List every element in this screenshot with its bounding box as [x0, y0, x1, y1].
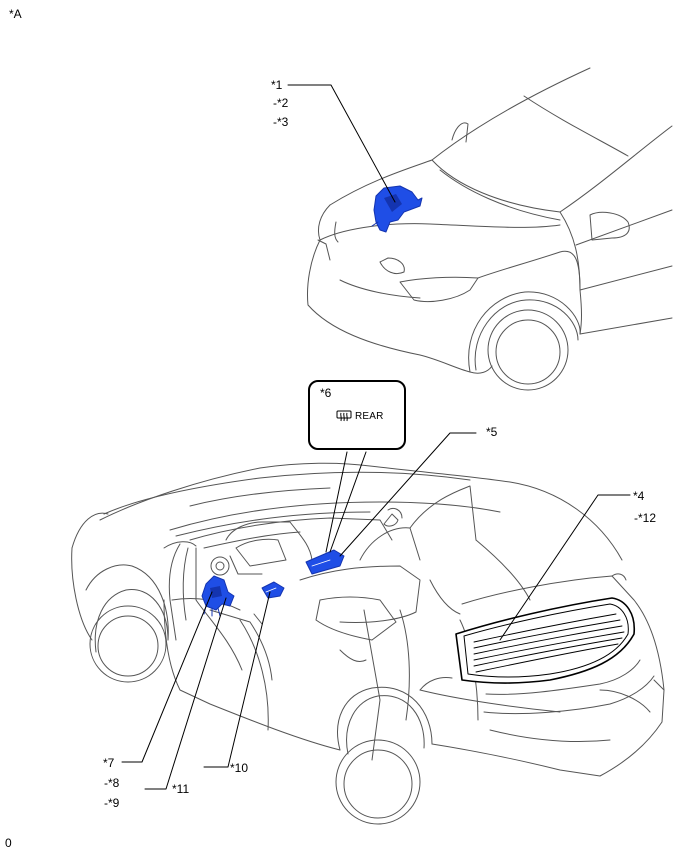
- callout-label-4: *4: [633, 489, 645, 503]
- callout-label-9: -*9: [104, 796, 120, 810]
- leader-lines: [121, 84, 631, 790]
- callout-label-6: *6: [320, 386, 332, 400]
- engine-bay-view: [307, 67, 673, 391]
- callout-label-8: -*8: [104, 776, 120, 790]
- switch-detail-callout: *6 REAR: [308, 380, 406, 450]
- rear-defogger-switch-component: [305, 549, 345, 575]
- switch-label: REAR: [355, 410, 384, 422]
- rear-window-defogger: [455, 597, 636, 684]
- engine-room-component: [371, 185, 423, 233]
- rear-defogger-switch: REAR: [336, 410, 384, 422]
- callout-label-11: *11: [172, 782, 190, 796]
- cabin-view: [71, 462, 665, 825]
- junction-block-component: [201, 575, 235, 617]
- callout-label-3: -*3: [273, 115, 289, 129]
- footer-code: 0: [5, 836, 12, 850]
- callout-label-5: *5: [486, 425, 498, 439]
- callout-label-10: *10: [230, 761, 249, 775]
- rear-defogger-icon: [336, 410, 352, 422]
- callout-label-1: *1: [271, 78, 283, 92]
- relay-component: [261, 581, 285, 599]
- callout-label-2: -*2: [273, 96, 289, 110]
- callout-label-12: -*12: [634, 511, 657, 525]
- callout-label-7: *7: [103, 756, 115, 770]
- view-label: *A: [9, 7, 22, 21]
